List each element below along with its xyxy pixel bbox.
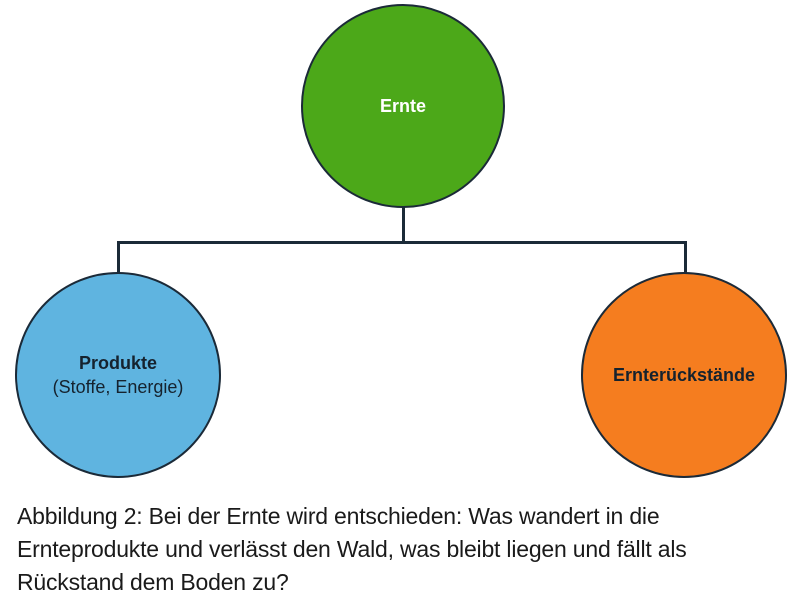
connector-stem — [402, 206, 405, 244]
caption-line-1: Abbildung 2: Bei der Ernte wird entschie… — [17, 503, 660, 529]
node-produkte: Produkte (Stoffe, Energie) — [15, 272, 221, 478]
connector-left-drop — [117, 241, 120, 274]
node-ernterueckstaende-label: Ernterückstände — [612, 365, 756, 385]
caption-line-3: Rückstand dem Boden zu? — [17, 569, 289, 595]
node-produkte-label: Produkte — [78, 353, 157, 373]
figure-caption: Abbildung 2: Bei der Ernte wird entschie… — [17, 500, 793, 599]
connector-horizontal — [117, 241, 687, 244]
node-ernterueckstaende: Ernterückstände — [581, 272, 787, 478]
caption-line-2: Ernteprodukte und verlässt den Wald, was… — [17, 536, 687, 562]
node-ernte: Ernte — [301, 4, 505, 208]
node-ernte-label: Ernte — [379, 96, 426, 116]
connector-right-drop — [684, 241, 687, 274]
node-produkte-sublabel: (Stoffe, Energie) — [52, 377, 184, 397]
